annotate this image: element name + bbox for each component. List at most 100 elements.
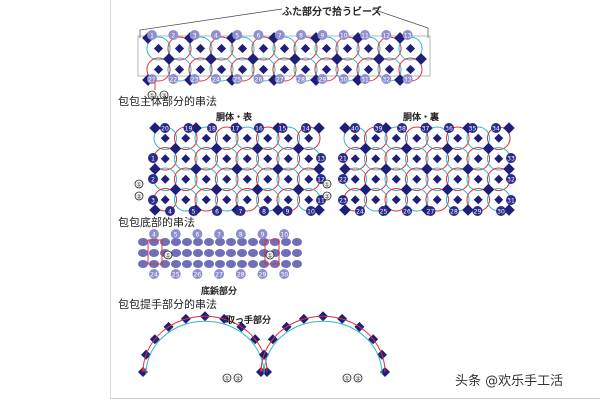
- bead-icon: [169, 183, 182, 196]
- bead-number: 26: [194, 272, 202, 279]
- bead-icon: [242, 133, 252, 143]
- bottom-bead: [259, 238, 269, 246]
- bead-icon: [313, 122, 325, 134]
- bottom-bead: [204, 260, 214, 268]
- bead-number: 23: [191, 77, 199, 84]
- bead-number: 11: [317, 198, 325, 205]
- thread-loop: [146, 57, 171, 82]
- bead-number: 29: [259, 272, 267, 279]
- bead-icon: [494, 154, 504, 164]
- bead-icon: [195, 64, 206, 75]
- bead-number: 21: [148, 77, 156, 84]
- thread-loop: [230, 36, 255, 61]
- bottom-bead: [281, 238, 291, 246]
- bead-icon: [453, 133, 463, 143]
- bead-icon: [391, 133, 401, 143]
- bead-icon: [190, 122, 202, 134]
- bead-icon: [310, 32, 322, 44]
- bead-icon: [441, 183, 454, 196]
- number-badge: [397, 123, 407, 133]
- bottom-bead: [149, 238, 159, 246]
- bead-number: 12: [382, 33, 390, 40]
- bead-number: 23: [339, 198, 347, 205]
- end-mark-label: ①: [267, 253, 272, 260]
- bead-icon: [251, 183, 264, 196]
- bead-icon: [237, 43, 248, 54]
- thread-loop: [363, 167, 388, 192]
- bottom-bead: [171, 249, 181, 257]
- number-badge: [165, 206, 175, 216]
- bead-icon: [300, 64, 311, 75]
- bead-icon: [201, 174, 211, 184]
- bead-number: 26: [255, 77, 263, 84]
- end-mark: [265, 250, 275, 260]
- number-badge: [257, 229, 268, 239]
- bottom-bead: [215, 249, 225, 257]
- bead-icon: [415, 53, 427, 65]
- bead-icon: [384, 43, 395, 54]
- bead-icon: [201, 133, 211, 143]
- bead-icon: [283, 174, 293, 184]
- bead-number: 25: [380, 209, 388, 216]
- thread-loop: [209, 36, 234, 61]
- bottom-bead: [215, 238, 225, 246]
- bead-icon: [391, 174, 401, 184]
- bead-number: 36: [445, 126, 453, 133]
- bead-icon: [400, 142, 413, 155]
- number-badge: [149, 269, 159, 279]
- bead-icon: [222, 154, 232, 164]
- bead-icon: [304, 133, 314, 143]
- bead-number: 24: [356, 209, 364, 216]
- bead-icon: [453, 195, 463, 205]
- bead-number: 35: [469, 126, 477, 133]
- bottom-bead: [248, 260, 258, 268]
- bead-icon: [231, 163, 243, 175]
- bead-number: 10: [280, 232, 288, 239]
- bead-icon: [279, 64, 290, 75]
- number-badge: [338, 195, 348, 205]
- thread-loop: [214, 146, 239, 171]
- bead-number: 16: [255, 126, 263, 133]
- number-badge: [192, 229, 203, 239]
- bead-icon: [195, 43, 206, 54]
- number-badge: [257, 269, 268, 279]
- number-badge: [254, 123, 264, 133]
- thread-loop: [194, 187, 219, 212]
- number-badge: [467, 123, 478, 133]
- thread-loop: [235, 126, 260, 151]
- bead-icon: [391, 195, 401, 205]
- thread-loop: [404, 167, 429, 192]
- bead-icon: [453, 154, 463, 164]
- bead-icon: [371, 174, 381, 184]
- number-badge: [148, 195, 158, 205]
- thread-loop: [255, 126, 280, 151]
- bead-number: 27: [276, 77, 284, 84]
- bead-number: 3: [193, 33, 197, 40]
- bead-number: 19: [185, 126, 193, 133]
- bead-icon: [149, 163, 161, 175]
- body-section-title: 包包主体部分的串法: [118, 95, 217, 108]
- bead-icon: [174, 43, 185, 54]
- number-badge: [149, 229, 159, 239]
- bead-number: 7: [217, 232, 221, 239]
- bead-icon: [304, 174, 314, 184]
- thread-loop: [194, 126, 219, 151]
- bead-number: 28: [297, 77, 305, 84]
- number-badge: [402, 74, 413, 84]
- bead-icon: [149, 204, 161, 216]
- bead-number: 28: [450, 209, 458, 216]
- bead-icon: [494, 174, 504, 184]
- bead-icon: [283, 154, 293, 164]
- thread-loop: [194, 146, 219, 171]
- number-badge: [274, 30, 285, 40]
- number-badge: [472, 206, 483, 216]
- bead-icon: [304, 195, 314, 205]
- bead-icon: [310, 74, 322, 86]
- thread-loop: [214, 126, 239, 151]
- number-badge: [253, 30, 264, 40]
- bead-icon: [363, 43, 374, 54]
- bottom-bead: [259, 260, 269, 268]
- bead-icon: [352, 74, 364, 86]
- bead-icon: [242, 195, 252, 205]
- bead-icon: [174, 64, 185, 75]
